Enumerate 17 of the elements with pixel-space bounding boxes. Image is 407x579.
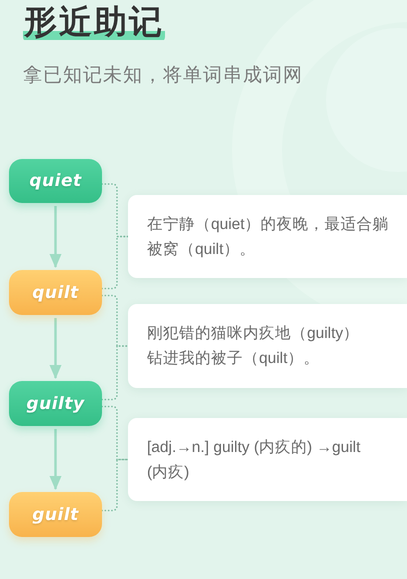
dotted-connector: [101, 345, 129, 400]
subtitle: 拿已知记未知，将单词串成词网: [23, 64, 303, 88]
word-box: guilty: [9, 381, 102, 426]
dotted-connector: [101, 236, 129, 290]
arrow: [50, 206, 62, 268]
word-box: guilt: [9, 492, 102, 537]
note-card: [adj.→n.] guilty (内疚的) →guilt (内疚): [128, 418, 407, 501]
note-card: 刚犯错的猫咪内疚地（guilty）钻进我的被子（quilt）。: [128, 304, 407, 388]
note-card: 在宁静（quiet）的夜晚，最适合躺被窝（quilt）。: [128, 195, 407, 278]
dotted-connector: [101, 183, 129, 238]
arrow: [50, 429, 62, 490]
word-box: quilt: [9, 270, 102, 315]
word-box: quiet: [9, 159, 102, 203]
title: 形近助记: [23, 2, 165, 42]
arrow: [50, 318, 62, 379]
dotted-connector: [101, 406, 129, 460]
dotted-connector: [101, 458, 129, 512]
